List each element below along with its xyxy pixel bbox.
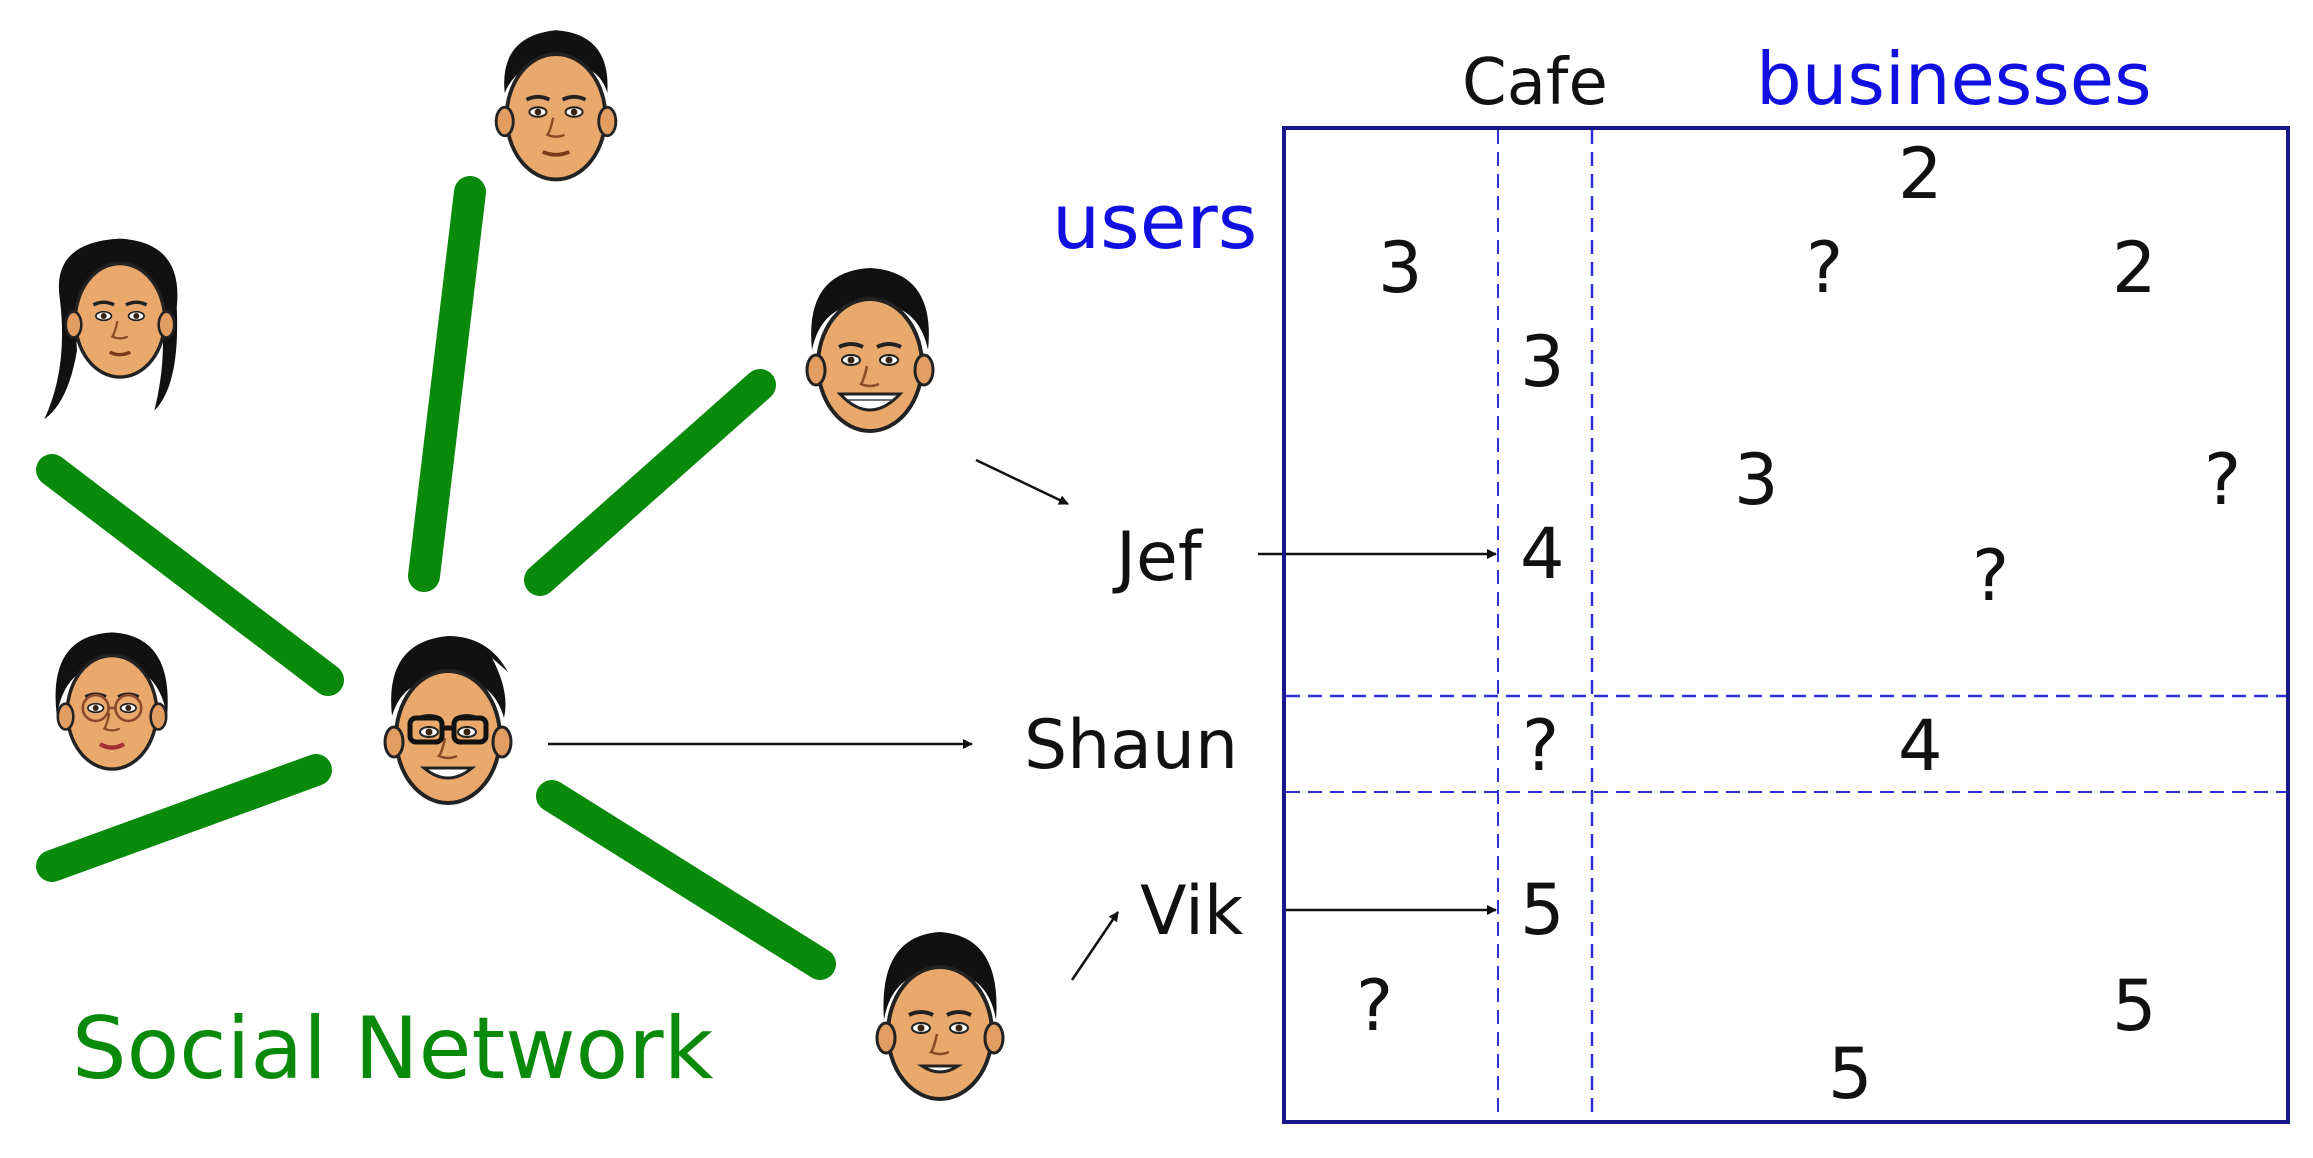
matrix-cell: ? <box>2204 439 2241 521</box>
edge-center-right <box>524 369 776 596</box>
matrix-cell: 4 <box>1898 705 1943 787</box>
edge-center-upperleft <box>36 454 344 696</box>
matrix-cell: 5 <box>2112 965 2157 1047</box>
rating-matrix: 2 3 ? 2 3 3 ? 4 ? ? 4 5 ? 5 5 <box>1282 126 2290 1124</box>
edge-center-bottomright <box>536 780 836 980</box>
matrix-cell: 3 <box>1734 439 1779 521</box>
matrix-cell: ? <box>1356 965 1393 1047</box>
arrow-face-to-jef <box>975 458 1069 506</box>
face-bottom-right <box>875 932 1005 1101</box>
arrow-face-to-vik <box>1070 911 1120 981</box>
edge-center-left <box>36 754 332 882</box>
arrows <box>548 458 1497 981</box>
matrix-cell: 2 <box>2112 227 2157 309</box>
matrix-cell: 3 <box>1378 227 1423 309</box>
user-name-jef: Jef <box>1112 518 1204 597</box>
cafe-label: Cafe <box>1462 46 1608 120</box>
network-edges <box>36 176 836 980</box>
user-name-vik: Vik <box>1140 872 1244 951</box>
matrix-cell: 3 <box>1520 321 1565 403</box>
matrix-frame <box>1282 126 2290 1124</box>
matrix-cell: 2 <box>1898 133 1943 215</box>
face-upper-left <box>44 238 178 420</box>
face-top <box>494 30 618 182</box>
user-name-shaun: Shaun <box>1024 706 1238 785</box>
matrix-cell: 4 <box>1520 513 1565 595</box>
matrix-cell: ? <box>1806 227 1843 309</box>
edge-center-top <box>408 176 486 592</box>
users-heading: users <box>1052 177 1257 266</box>
matrix-cell: ? <box>1522 705 1559 787</box>
matrix-cell: ? <box>1972 535 2009 617</box>
matrix-cell: 5 <box>1828 1033 1873 1115</box>
face-right <box>805 268 935 433</box>
matrix-cell: 5 <box>1520 869 1565 951</box>
network-title: Social Network <box>72 999 714 1099</box>
face-center <box>383 636 513 805</box>
businesses-heading: businesses <box>1756 37 2152 121</box>
face-left <box>55 632 168 771</box>
